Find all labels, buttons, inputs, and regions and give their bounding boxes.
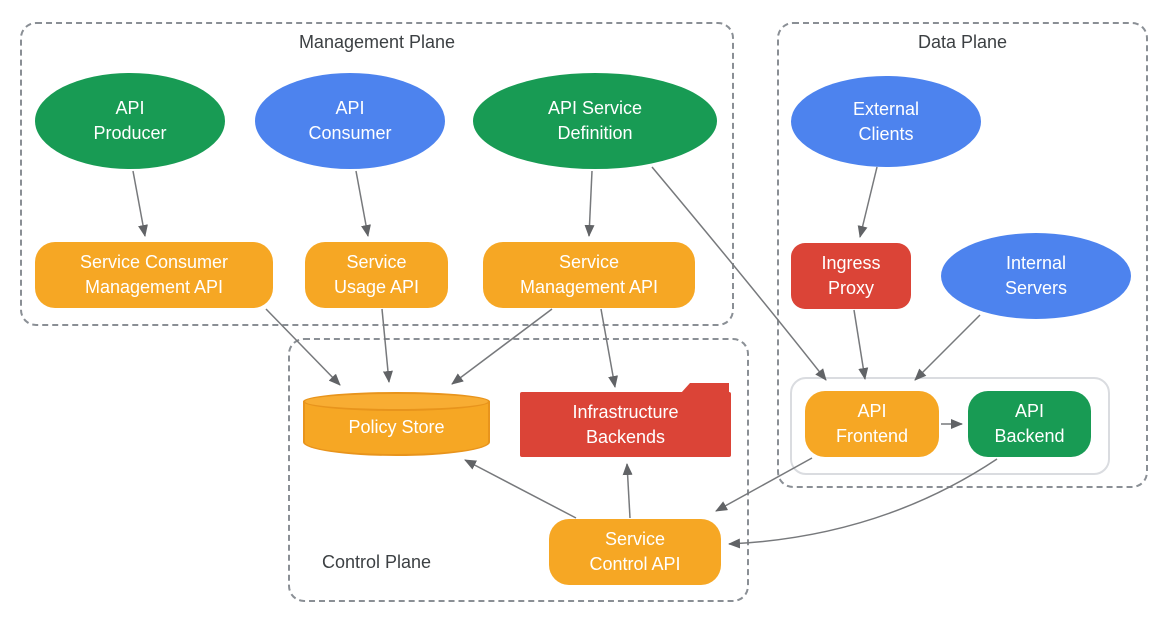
node-api-producer: API Producer <box>35 73 225 169</box>
node-infrastructure-backends-label: Infrastructure Backends <box>572 401 679 447</box>
node-service-consumer-management-api: Service Consumer Management API <box>35 242 273 308</box>
edge-api-service-definition-to-service-management-api <box>584 170 595 237</box>
node-api-consumer-label: API Consumer <box>308 98 392 143</box>
node-api-backend-label: API Backend <box>994 401 1065 446</box>
node-external-clients-label: External Clients <box>852 98 920 144</box>
node-internal-servers: Internal Servers <box>941 233 1131 319</box>
edge-external-clients-to-ingress-proxy <box>857 166 878 238</box>
edge-ingress-proxy-to-api-frontend <box>853 309 869 380</box>
edge-api-service-definition-to-api-frontend <box>651 166 827 381</box>
node-service-usage-api: Service Usage API <box>305 242 448 308</box>
control-plane-title: Control Plane <box>322 552 432 572</box>
edge-api-consumer-to-service-usage-api <box>355 170 371 237</box>
node-api-service-definition: API Service Definition <box>473 73 717 169</box>
data-plane-box: Data Plane <box>777 22 1148 488</box>
node-api-frontend-label: API Frontend <box>835 401 909 446</box>
edge-service-consumer-management-api-to-policy-store <box>265 308 341 386</box>
node-policy-store-label: Policy Store <box>348 416 445 437</box>
node-service-management-api-label: Service Management API <box>519 252 659 297</box>
edge-api-frontend-to-service-control-api <box>715 457 813 512</box>
edge-api-backend-to-service-control-api <box>728 458 998 549</box>
node-api-frontend: API Frontend <box>805 391 939 457</box>
control-plane-box: Control Plane <box>288 338 749 602</box>
node-service-consumer-management-api-label: Service Consumer Management API <box>79 252 229 297</box>
management-plane-box: Management Plane <box>20 22 734 326</box>
node-api-service-definition-label: API Service Definition <box>547 98 643 143</box>
node-ingress-proxy-label: Ingress Proxy <box>821 253 881 298</box>
policy-store-cylinder-top <box>303 392 490 411</box>
node-api-producer-label: API Producer <box>93 98 167 143</box>
node-service-control-api: Service Control API <box>549 519 721 585</box>
node-api-backend: API Backend <box>968 391 1091 457</box>
edge-service-control-api-to-policy-store <box>464 459 577 519</box>
node-policy-store: Policy Store <box>303 392 490 456</box>
edge-service-management-api-to-policy-store <box>451 308 553 385</box>
edge-service-usage-api-to-policy-store <box>381 308 393 383</box>
edge-service-control-api-to-infrastructure-backends <box>622 463 633 519</box>
management-plane-title: Management Plane <box>298 32 456 52</box>
edge-internal-servers-to-api-frontend <box>914 314 981 381</box>
node-infrastructure-backends: Infrastructure Backends <box>520 392 731 457</box>
node-service-usage-api-label: Service Usage API <box>333 252 420 297</box>
edge-service-management-api-to-infrastructure-backends <box>600 308 618 388</box>
node-ingress-proxy: Ingress Proxy <box>791 243 911 309</box>
node-external-clients: External Clients <box>791 76 981 167</box>
edge-api-producer-to-service-consumer-management-api <box>132 170 148 237</box>
node-internal-servers-label: Internal Servers <box>1004 253 1067 298</box>
node-service-management-api: Service Management API <box>483 242 695 308</box>
node-service-control-api-label: Service Control API <box>589 529 681 574</box>
node-api-consumer: API Consumer <box>255 73 445 169</box>
data-plane-title: Data Plane <box>917 32 1008 52</box>
